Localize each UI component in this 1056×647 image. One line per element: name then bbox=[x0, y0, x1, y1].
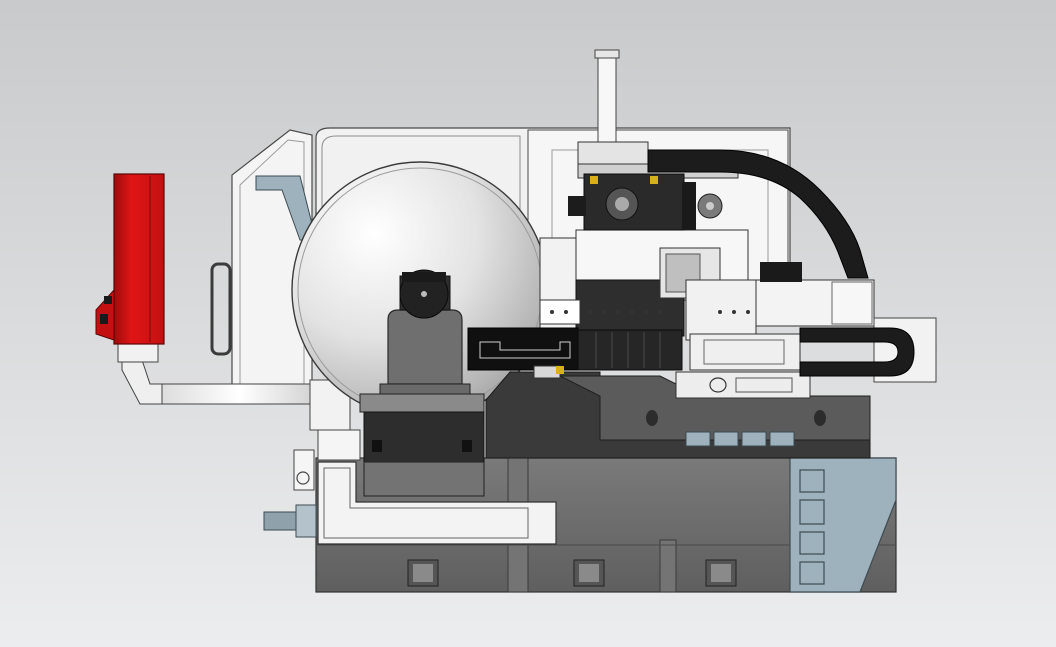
machine-bed bbox=[485, 371, 871, 459]
control-panel bbox=[95, 173, 165, 345]
turret-head bbox=[568, 49, 739, 231]
machine-base bbox=[263, 457, 897, 593]
cable-carrier bbox=[647, 149, 915, 377]
tool-block bbox=[467, 327, 683, 379]
fastener-details bbox=[550, 310, 750, 314]
spindle-unit bbox=[359, 269, 485, 497]
coolant-pipe bbox=[117, 343, 361, 491]
cross-slide bbox=[539, 229, 937, 399]
